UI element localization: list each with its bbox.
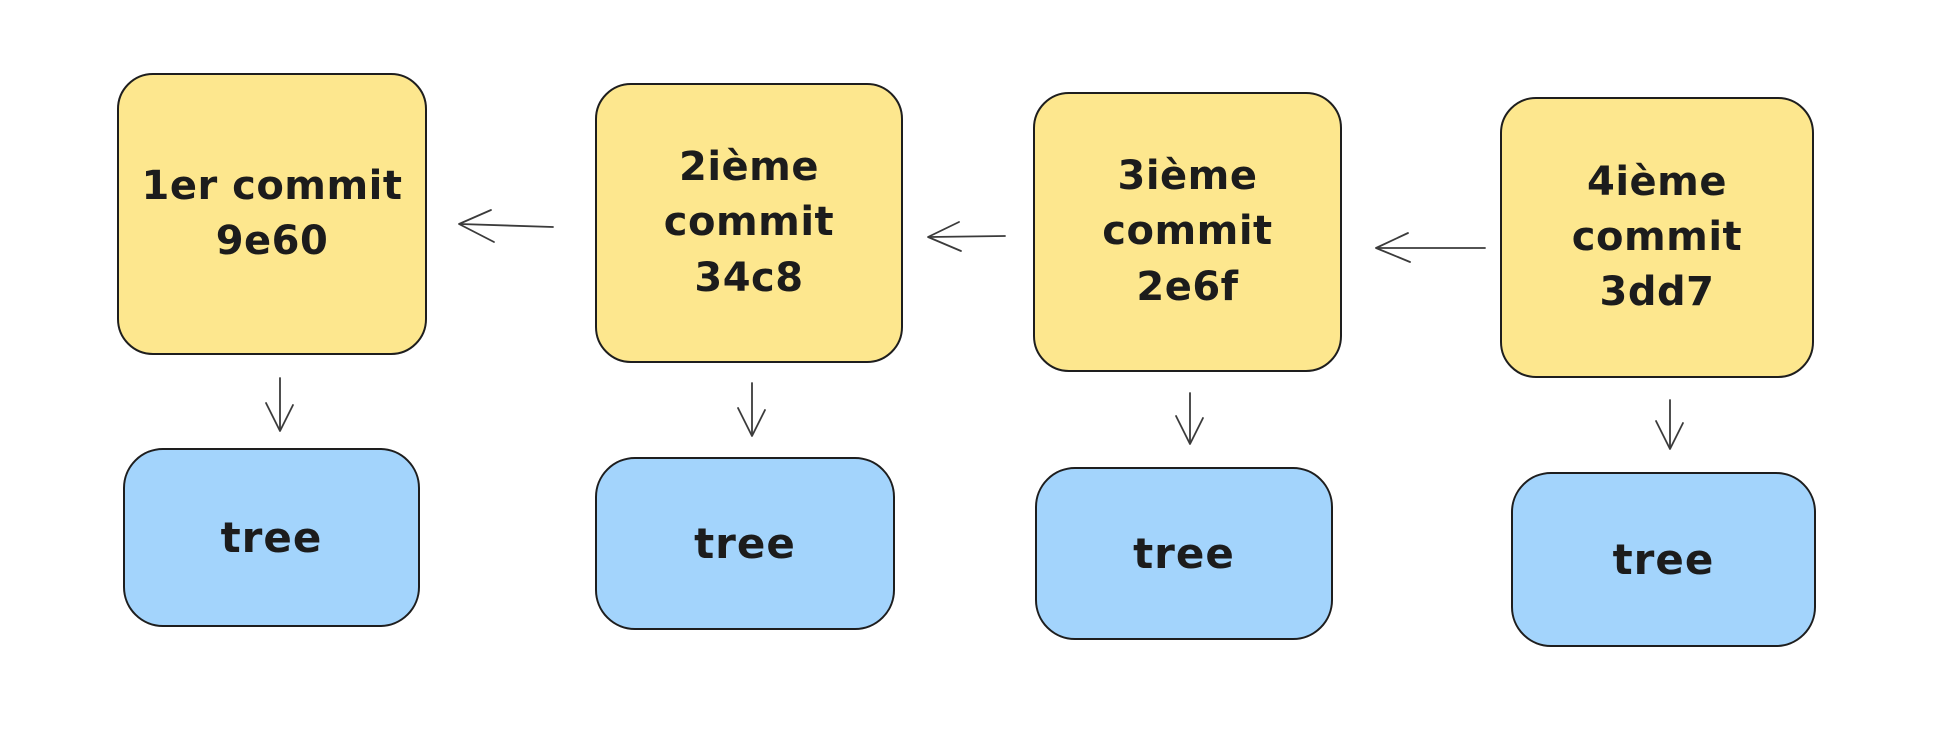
arrow-commit4-to-commit3 xyxy=(1375,232,1486,263)
tree-4-label: tree xyxy=(1612,535,1715,584)
commit-3-hash: 2e6f xyxy=(1136,263,1239,310)
commit-2-label: 2ième commit xyxy=(663,144,835,246)
arrow-commit3-to-commit2 xyxy=(927,221,1006,252)
tree-node-2: tree xyxy=(595,457,895,630)
arrow-commit4-to-tree4 xyxy=(1655,399,1684,450)
commit-node-4: 4ième commit 3dd7 xyxy=(1500,97,1814,378)
tree-node-3: tree xyxy=(1035,467,1333,640)
commit-1-hash: 9e60 xyxy=(215,218,329,264)
commit-node-1: 1er commit 9e60 xyxy=(117,73,427,355)
tree-2-label: tree xyxy=(694,519,796,568)
commit-node-2: 2ième commit 34c8 xyxy=(595,83,903,363)
tree-node-4: tree xyxy=(1511,472,1816,647)
commit-4-hash: 3dd7 xyxy=(1599,269,1715,316)
commit-node-3: 3ième commit 2e6f xyxy=(1033,92,1342,372)
tree-3-label: tree xyxy=(1133,529,1235,578)
commit-1-label: 1er commit xyxy=(141,162,403,209)
commit-2-hash: 34c8 xyxy=(694,254,804,301)
arrow-commit1-to-tree1 xyxy=(265,377,294,432)
arrow-commit2-to-tree2 xyxy=(737,382,766,437)
arrow-commit2-to-commit1 xyxy=(458,209,554,243)
commit-4-label: 4ième commit xyxy=(1571,158,1743,260)
arrow-commit3-to-tree3 xyxy=(1175,392,1204,445)
tree-1-label: tree xyxy=(220,513,323,562)
tree-node-1: tree xyxy=(123,448,420,627)
commit-3-label: 3ième commit xyxy=(1102,153,1273,255)
